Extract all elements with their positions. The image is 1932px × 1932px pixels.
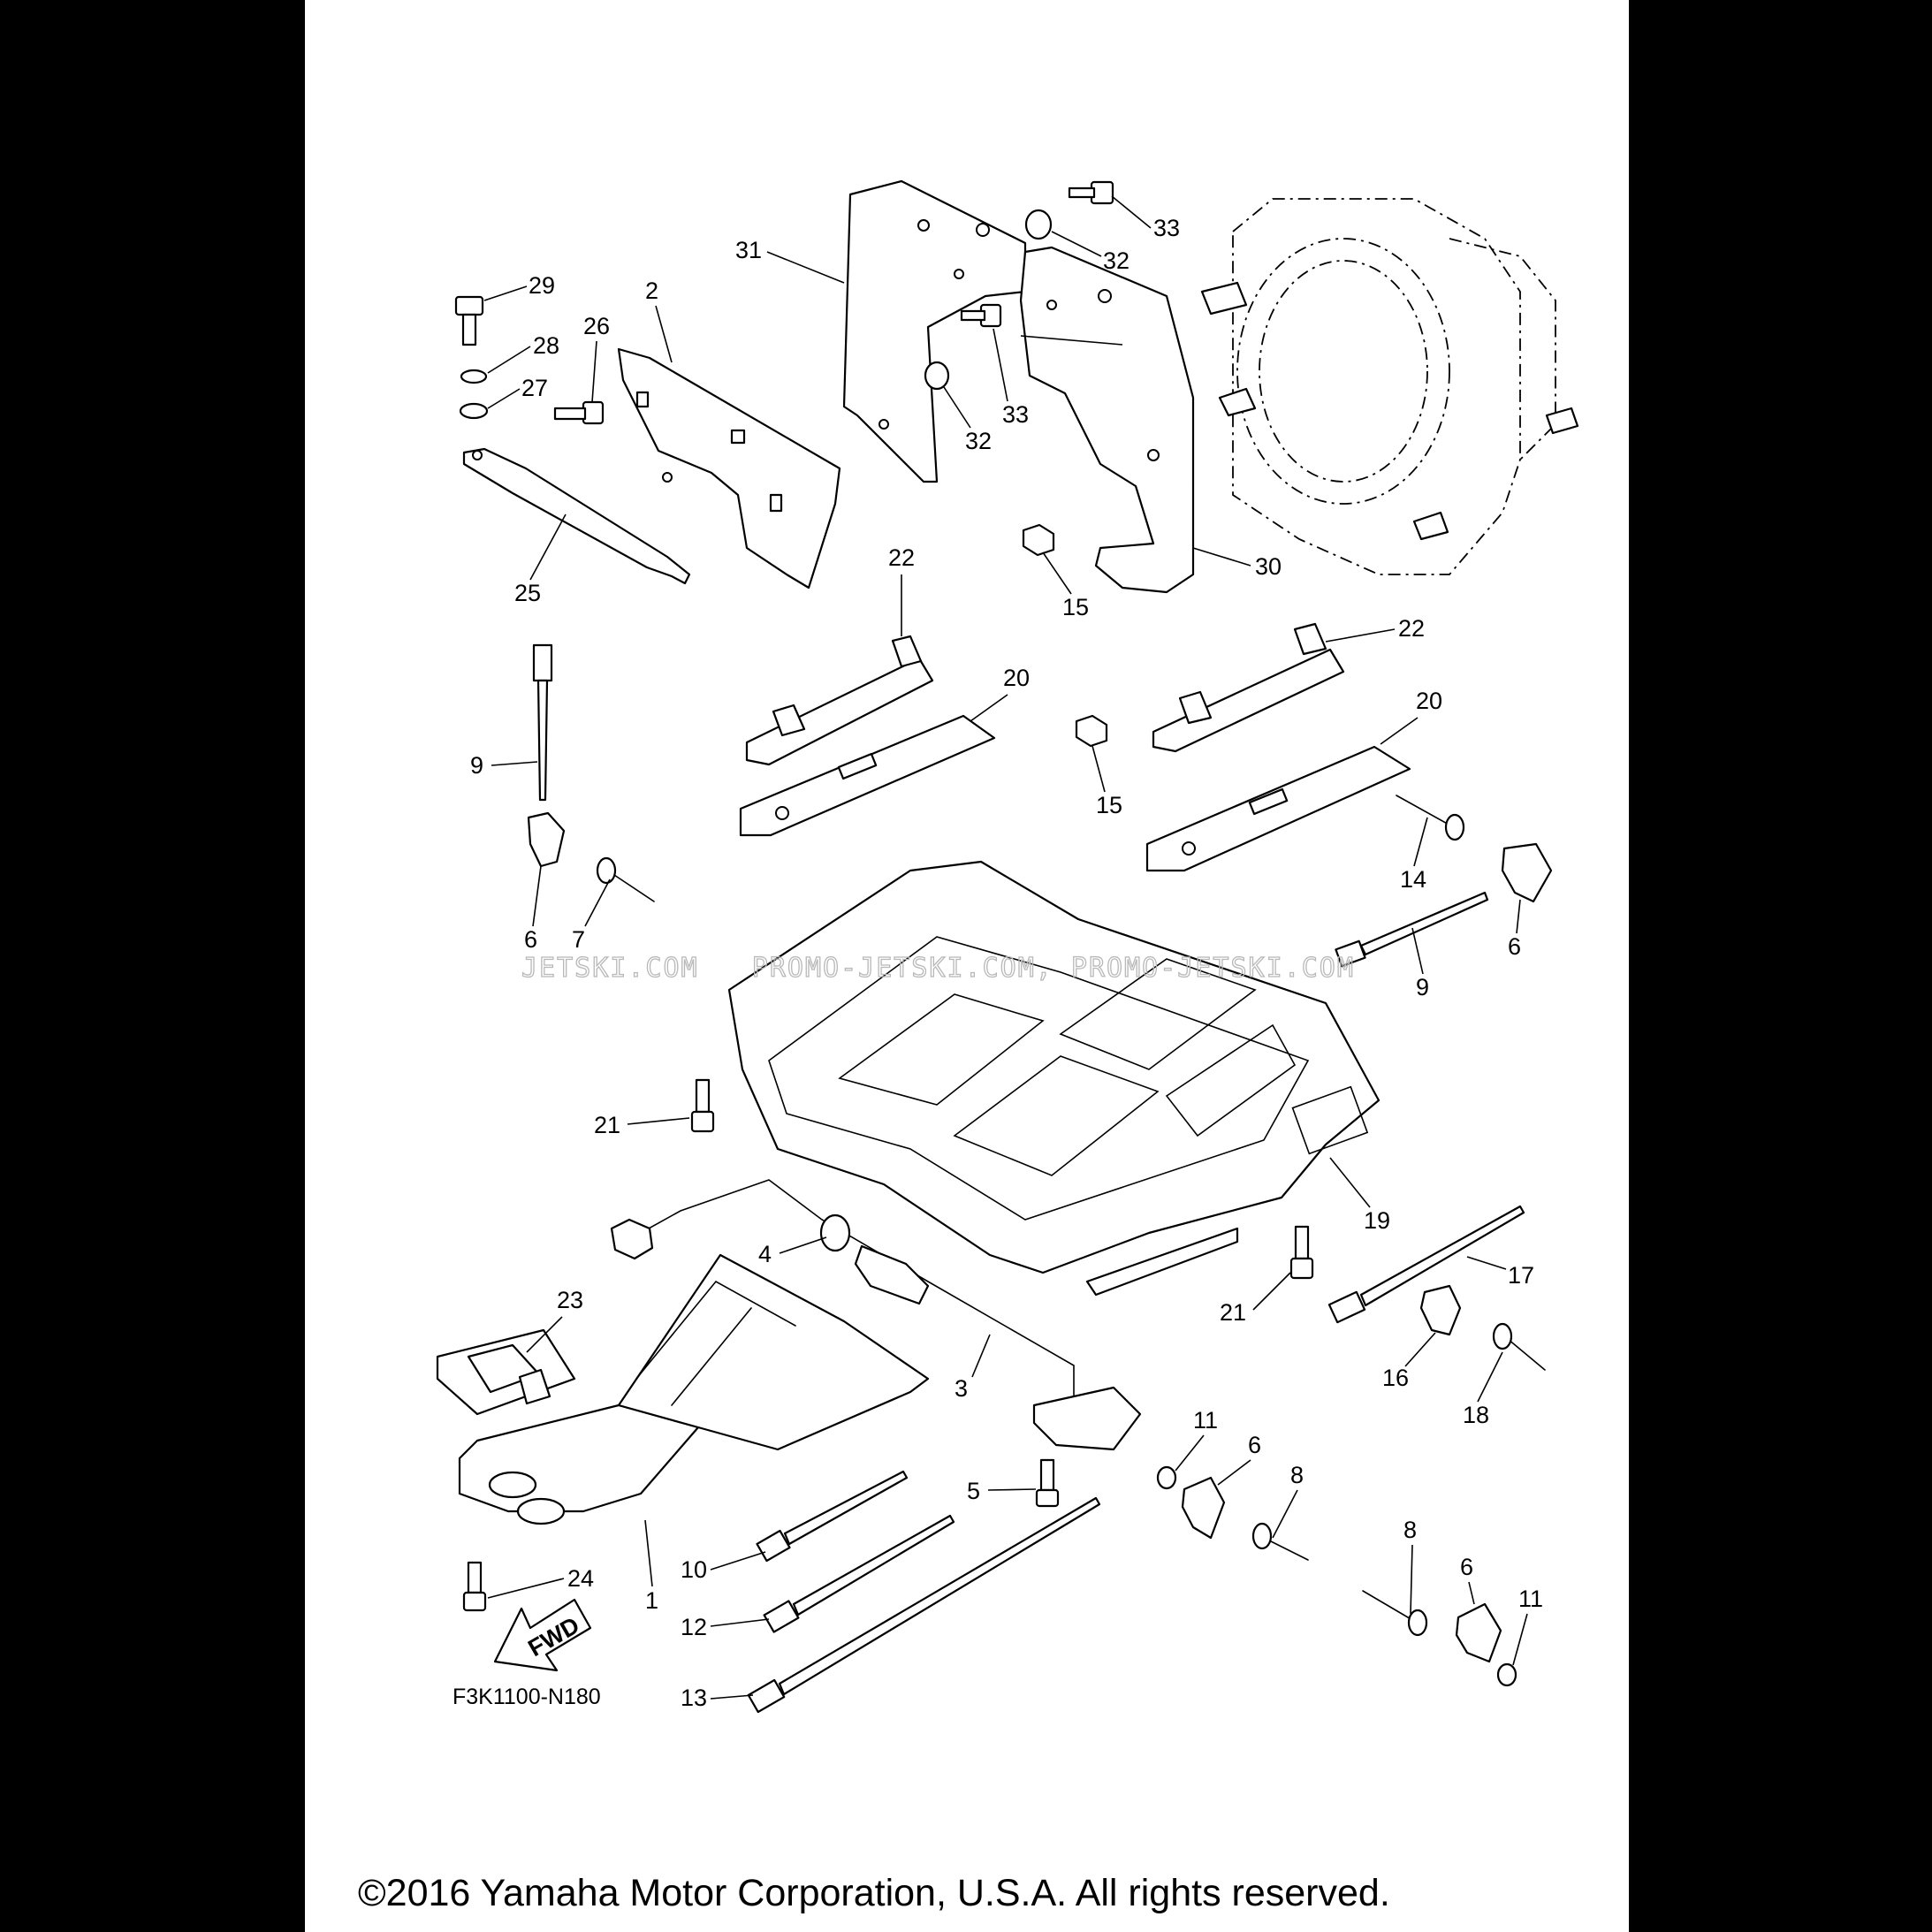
callout-17: 17 bbox=[1508, 1262, 1534, 1289]
callout-14: 14 bbox=[1400, 866, 1426, 893]
callout-2: 2 bbox=[645, 278, 658, 304]
washer-11-center bbox=[1156, 1465, 1177, 1490]
callout-15-upper: 15 bbox=[1062, 594, 1089, 620]
callout-9-left: 9 bbox=[470, 752, 483, 779]
intake-base-1 bbox=[458, 1253, 930, 1525]
clip-6-right bbox=[1501, 842, 1553, 903]
callout-26: 26 bbox=[583, 313, 610, 339]
callout-11-center: 11 bbox=[1193, 1407, 1218, 1434]
cable-tie-10 bbox=[756, 1470, 909, 1563]
callout-6-bottom: 6 bbox=[1460, 1554, 1473, 1580]
collar-32-mid bbox=[924, 361, 950, 391]
callout-32-mid: 32 bbox=[965, 428, 992, 454]
callout-33-mid: 33 bbox=[1002, 401, 1029, 428]
mount-22-left bbox=[745, 635, 934, 766]
clip-6-bottom bbox=[1455, 1602, 1502, 1663]
callout-8-center: 8 bbox=[1290, 1462, 1304, 1488]
rivet-18 bbox=[1492, 1322, 1546, 1371]
callout-29: 29 bbox=[529, 272, 555, 299]
callout-5: 5 bbox=[967, 1478, 980, 1504]
callout-4: 4 bbox=[758, 1241, 772, 1267]
rivet-14 bbox=[1396, 795, 1465, 841]
callout-15-lower: 15 bbox=[1096, 792, 1122, 818]
bracket-2 bbox=[617, 347, 841, 589]
callouts: 1 2 3 4 5 6 6 6 6 7 8 8 9 9 10 11 11 12 bbox=[470, 195, 1543, 1711]
nut-15-lower bbox=[1075, 714, 1108, 748]
callout-21-left: 21 bbox=[594, 1112, 620, 1138]
cable-tie-9-right bbox=[1335, 891, 1489, 968]
callout-24: 24 bbox=[567, 1565, 594, 1592]
collar-32-top bbox=[1024, 209, 1053, 240]
clip-6-lower bbox=[1181, 1476, 1226, 1540]
callout-31: 31 bbox=[735, 237, 762, 263]
callout-12: 12 bbox=[681, 1614, 707, 1640]
clip-6-left bbox=[527, 811, 566, 868]
callout-22-right: 22 bbox=[1398, 615, 1425, 642]
callout-11-bottom: 11 bbox=[1518, 1586, 1543, 1612]
bolt-26 bbox=[553, 400, 605, 425]
copyright-notice: ©2016 Yamaha Motor Corporation, U.S.A. A… bbox=[358, 1872, 1390, 1914]
sensor-harness-3 bbox=[610, 1179, 1142, 1451]
figure-code: F3K1100-N180 bbox=[453, 1685, 601, 1709]
rivet-7 bbox=[596, 856, 655, 902]
washer-27 bbox=[459, 402, 489, 420]
callout-6-right: 6 bbox=[1508, 933, 1521, 960]
cable-tie-12 bbox=[763, 1514, 955, 1633]
cable-tie-17 bbox=[1327, 1205, 1525, 1324]
cable-tie-13 bbox=[747, 1496, 1101, 1714]
callout-28: 28 bbox=[533, 332, 559, 359]
callout-33-top: 33 bbox=[1153, 215, 1180, 241]
washer-11-bottom bbox=[1496, 1662, 1517, 1687]
fwd-arrow-icon: FWD bbox=[493, 1598, 592, 1672]
jet-pump-housing-phantom bbox=[1200, 198, 1579, 575]
callout-25: 25 bbox=[514, 580, 541, 606]
callout-8-bottom: 8 bbox=[1403, 1517, 1417, 1543]
plate-30 bbox=[1019, 246, 1195, 594]
bolt-33-mid bbox=[960, 303, 1002, 328]
callout-22-left: 22 bbox=[888, 544, 915, 571]
watermark: JETSKI.COM PROMO-JETSKI.COM, PROMO-JETSK… bbox=[521, 953, 1355, 984]
mount-22-right bbox=[1152, 622, 1345, 753]
clip-16 bbox=[1419, 1284, 1462, 1336]
callout-20-right: 20 bbox=[1416, 688, 1442, 714]
plate-20-right bbox=[1145, 745, 1411, 872]
callout-3: 3 bbox=[955, 1375, 968, 1402]
rivet-8-center bbox=[1251, 1522, 1309, 1561]
bolt-21-right bbox=[1289, 1225, 1314, 1280]
callout-32-top: 32 bbox=[1103, 247, 1130, 274]
callout-10: 10 bbox=[681, 1556, 707, 1583]
callout-6-left: 6 bbox=[524, 926, 537, 953]
callout-30: 30 bbox=[1255, 553, 1282, 580]
bolt-33-top bbox=[1068, 180, 1114, 205]
callout-1: 1 bbox=[645, 1587, 658, 1614]
callout-16: 16 bbox=[1382, 1365, 1409, 1391]
bolt-24 bbox=[462, 1561, 487, 1612]
washer-28 bbox=[460, 369, 488, 384]
callout-6-lower: 6 bbox=[1248, 1432, 1261, 1458]
plate-20-left bbox=[739, 714, 996, 837]
callout-23: 23 bbox=[557, 1287, 583, 1313]
callout-19: 19 bbox=[1364, 1207, 1390, 1234]
callout-21-right: 21 bbox=[1220, 1299, 1246, 1326]
callout-20-left: 20 bbox=[1003, 665, 1030, 691]
strap-25 bbox=[462, 447, 691, 585]
callout-18: 18 bbox=[1463, 1402, 1489, 1428]
callout-9-right: 9 bbox=[1416, 974, 1429, 1000]
callout-7: 7 bbox=[572, 926, 585, 953]
bolt-5 bbox=[1035, 1458, 1060, 1508]
mount-23 bbox=[436, 1328, 576, 1416]
plate-31 bbox=[842, 179, 1027, 483]
fastener-29 bbox=[454, 295, 484, 346]
callout-13: 13 bbox=[681, 1685, 707, 1711]
rivet-8-bottom bbox=[1362, 1590, 1428, 1637]
callout-27: 27 bbox=[521, 375, 548, 401]
bolt-21-left bbox=[690, 1078, 715, 1133]
nut-15-upper bbox=[1022, 523, 1055, 557]
engine-bed-19 bbox=[727, 860, 1381, 1297]
cable-tie-9-left bbox=[532, 643, 553, 802]
